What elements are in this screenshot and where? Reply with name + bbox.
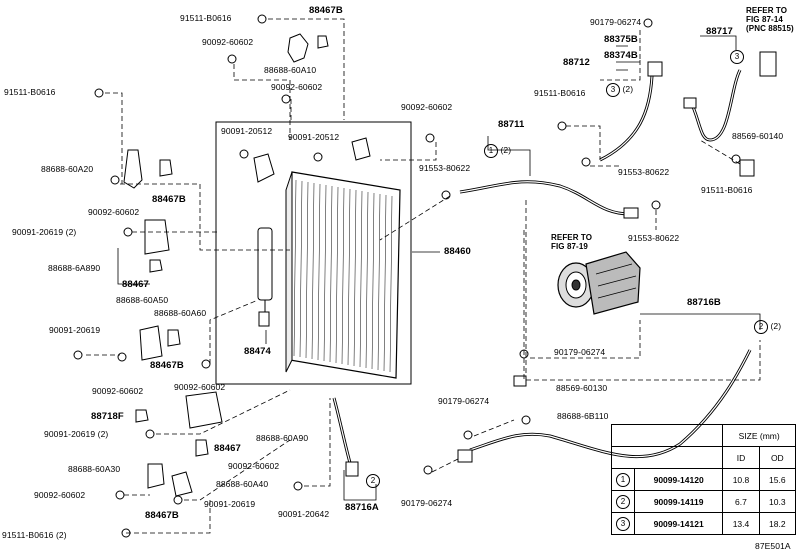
label-88716a: 88716A	[345, 502, 379, 513]
label-90091-20619: 90091-20619	[49, 325, 101, 335]
label-88467: 88467	[214, 443, 241, 454]
label-90092-60602: 90092-60602	[202, 37, 254, 47]
label-88712: 88712	[563, 57, 590, 68]
brackets	[123, 33, 371, 497]
label-91511-b0616: 91511-B0616	[701, 185, 753, 195]
size-table-col-id: ID	[722, 446, 760, 469]
label-90179-06274: 90179-06274	[554, 347, 606, 357]
table-row: 3 90099-14121 13.4 18.2	[611, 512, 797, 535]
label-88688-6a890: 88688-6A890	[48, 263, 101, 273]
label-88688-60a20: 88688-60A20	[41, 164, 94, 174]
label-88718f: 88718F	[91, 411, 124, 422]
label-90179-06274: 90179-06274	[590, 17, 642, 27]
label-88688-60a60: 88688-60A60	[154, 308, 207, 318]
diagram-code: 87E501A	[755, 541, 791, 551]
label-91553-80622: 91553-80622	[419, 163, 471, 173]
label-88688-60a50: 88688-60A50	[116, 295, 169, 305]
label-88716b: 88716B	[687, 297, 721, 308]
label-refer-fig-87-14: REFER TO FIG 87-14 (PNC 88515)	[746, 6, 794, 34]
label-88688-60a10: 88688-60A10	[264, 65, 317, 75]
label-refer-fig-87-19: REFER TO FIG 87-19	[551, 233, 593, 252]
label-88688-60a90: 88688-60A90	[256, 433, 309, 443]
label-90092-60602: 90092-60602	[174, 382, 226, 392]
label-88474: 88474	[244, 346, 271, 357]
label-88467b: 88467B	[309, 5, 343, 16]
label-88467b: 88467B	[150, 360, 184, 371]
label-90091-20619-2: 90091-20619 (2)	[12, 227, 77, 237]
label-90092-60602: 90092-60602	[228, 461, 280, 471]
label-88375b: 88375B	[604, 34, 638, 45]
label-90092-60602: 90092-60602	[271, 82, 323, 92]
label-90091-20512: 90091-20512	[221, 126, 273, 136]
marker-circle-1: 1 (2)	[484, 144, 511, 158]
marker-circle-3: 3 (2)	[606, 83, 633, 97]
label-90091-20512: 90091-20512	[288, 132, 340, 142]
label-91511-b0616: 91511-B0616	[180, 13, 232, 23]
label-91511-b0616: 91511-B0616	[534, 88, 586, 98]
label-88569-60140: 88569-60140	[732, 131, 784, 141]
table-row: 2 90099-14119 6.7 10.3	[611, 490, 797, 513]
label-90092-60602: 90092-60602	[92, 386, 144, 396]
label-90091-20619-2: 90091-20619 (2)	[44, 429, 109, 439]
label-88467: 88467	[122, 279, 149, 290]
size-table-title: SIZE (mm)	[722, 424, 796, 447]
ac-compressor	[557, 251, 641, 315]
fittings	[345, 51, 777, 477]
size-table-col-od: OD	[758, 446, 797, 469]
label-88688-60a30: 88688-60A30	[68, 464, 121, 474]
condenser-core	[285, 171, 401, 379]
marker-circle-2: 2	[366, 474, 380, 488]
label-90092-60602: 90092-60602	[34, 490, 86, 500]
label-88688-60a40: 88688-60A40	[216, 479, 269, 489]
label-91511-b0616-2: 91511-B0616 (2)	[2, 530, 67, 540]
label-90091-20619: 90091-20619	[204, 499, 256, 509]
leader-lines	[86, 18, 761, 534]
label-88717: 88717	[706, 26, 733, 37]
label-90092-60602: 90092-60602	[88, 207, 140, 217]
label-88460: 88460	[444, 246, 471, 257]
label-91553-80622: 91553-80622	[628, 233, 680, 243]
label-88374b: 88374B	[604, 50, 638, 61]
label-88711: 88711	[498, 119, 525, 130]
label-88467b: 88467B	[145, 510, 179, 521]
label-90179-06274: 90179-06274	[438, 396, 490, 406]
label-88569-60130: 88569-60130	[556, 383, 608, 393]
label-90091-20642: 90091-20642	[278, 509, 330, 519]
label-91511-b0616: 91511-B0616	[4, 87, 56, 97]
marker-circle-3: 3	[730, 50, 744, 64]
marker-circle-2: 2 (2)	[754, 320, 781, 334]
table-row: 1 90099-14120 10.8 15.6	[611, 468, 797, 491]
size-table: SIZE (mm) ID OD 1 90099-14120 10.8 15.6 …	[611, 424, 797, 535]
label-91553-80622: 91553-80622	[618, 167, 670, 177]
label-88688-6b110: 88688-6B110	[557, 411, 609, 421]
condenser-box	[215, 121, 412, 385]
receiver-dryer	[257, 227, 273, 327]
label-90179-06274: 90179-06274	[401, 498, 453, 508]
label-90092-60602: 90092-60602	[401, 102, 453, 112]
label-88467b: 88467B	[152, 194, 186, 205]
